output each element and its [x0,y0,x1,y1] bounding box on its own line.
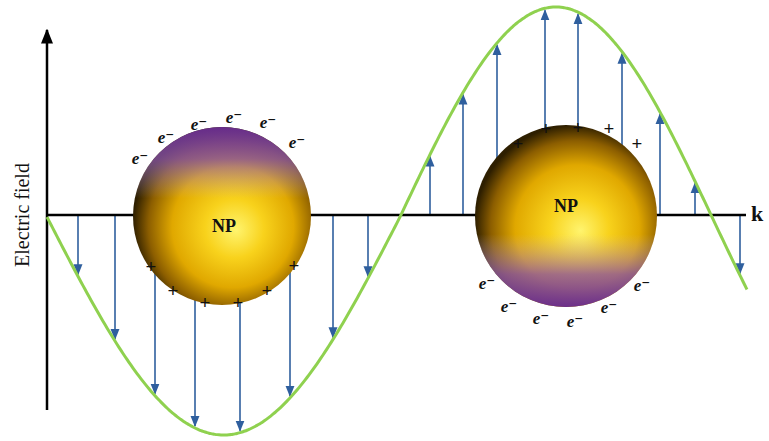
field-arrow [659,114,661,215]
positive-charge: + [604,119,615,138]
electron-label: e⁻ [289,134,306,151]
positive-charge: + [632,134,643,153]
electron-cloud [133,127,311,305]
field-arrow [739,215,741,273]
electron-label: e⁻ [567,313,584,330]
electron-cloud [475,125,657,307]
field-arrow [332,215,334,337]
electron-label: e⁻ [601,299,618,316]
electron-label: e⁻ [158,129,175,146]
nanoparticle-sphere: NP [474,124,658,308]
particle-label: NP [212,216,236,237]
positive-charge: + [233,293,244,312]
electron-label: e⁻ [479,275,496,292]
field-arrow [367,215,369,276]
particle-label: NP [554,196,578,217]
field-arrow [114,215,116,339]
field-arrows [78,10,740,430]
positive-charge: + [573,118,584,137]
gold-sphere [475,125,657,307]
electron-label: e⁻ [132,150,149,167]
electron-label: e⁻ [226,109,243,126]
positive-charge: + [513,134,524,153]
field-arrow [77,215,79,274]
field-wave [47,7,747,435]
axis-label: Electric field [12,163,32,267]
gold-sphere [133,127,311,305]
positive-charge: + [146,257,157,276]
electron-label: e⁻ [260,114,277,131]
field-arrow [462,95,464,215]
electron-label: e⁻ [634,277,651,294]
positive-charge: + [289,256,300,275]
electron-label: e⁻ [501,298,518,315]
positive-charge: + [168,281,179,300]
sphere-outline [474,124,658,308]
positive-charge: + [541,119,552,138]
field-arrow [694,183,696,215]
positive-charge: + [200,293,211,312]
electron-label: e⁻ [533,310,550,327]
positive-charge: + [262,281,273,300]
field-arrow [429,157,431,215]
electron-label: e⁻ [191,116,208,133]
nanoparticle-sphere: NP [132,126,312,306]
wave-vector-label: k [751,203,763,225]
